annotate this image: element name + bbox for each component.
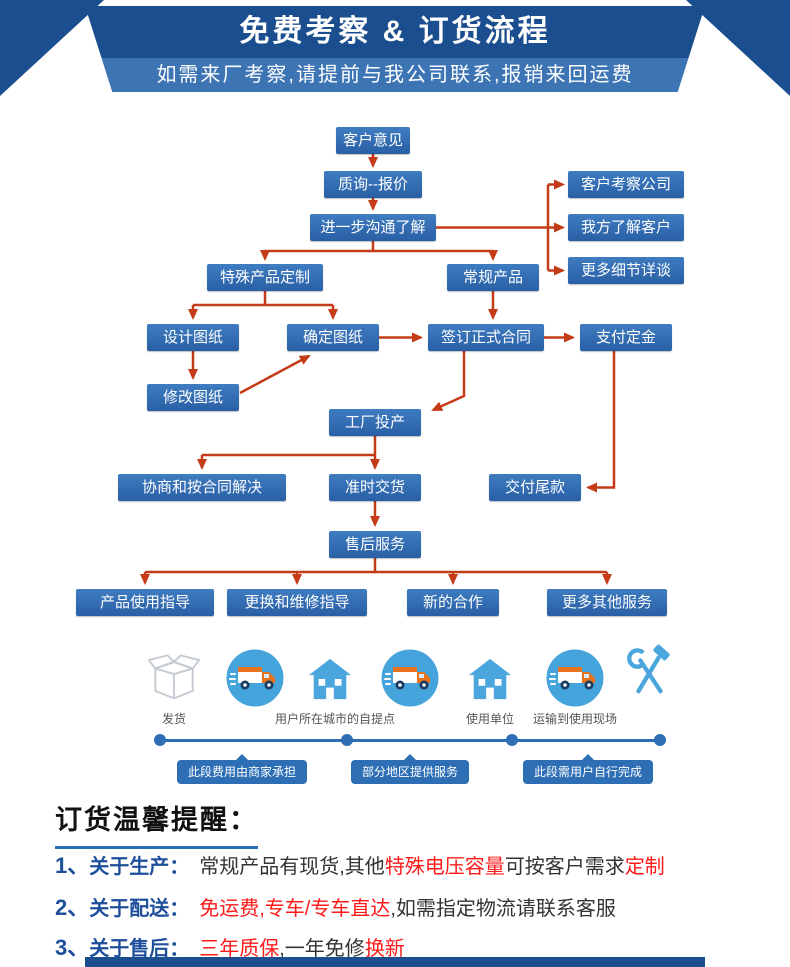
item-topic: 关于配送：: [89, 898, 190, 920]
flow-node-understand-customer: 我方了解客户: [568, 214, 684, 241]
flow-node-confirm-drawing: 确定图纸: [287, 324, 379, 351]
timeline-dot: [654, 734, 666, 746]
item-text: ,如需指定物流请联系客服: [390, 898, 616, 920]
unit-label: 使用单位: [465, 712, 514, 726]
item-highlight: 换新: [364, 938, 405, 960]
transport-label: 运输到使用现场: [533, 712, 618, 726]
reminder-item-delivery: 2、关于配送： 免运费,专车/专车直达,如需指定物流请联系客服: [55, 890, 616, 922]
item-text: ,一年免修: [279, 938, 365, 960]
service-tools-icon: [627, 644, 670, 694]
carton-box-icon: [147, 654, 201, 700]
flow-node-customer-feedback: 客户意见: [336, 127, 410, 154]
header-banner: 免费考察 & 订货流程 如需来厂考察,请提前与我公司联系,报销来回运费: [85, 6, 705, 92]
flow-node-aftersales-service: 售后服务: [329, 531, 421, 558]
flow-node-further-communication: 进一步沟通了解: [310, 214, 436, 241]
bottom-ribbon: [85, 957, 705, 967]
delivery-truck-icon: [381, 649, 439, 707]
item-highlight: 三年质保: [199, 938, 280, 960]
item-topic: 关于生产：: [89, 856, 190, 878]
flow-node-modify-drawing: 修改图纸: [147, 384, 239, 411]
flow-node-pay-balance: 交付尾款: [489, 474, 581, 501]
flow-node-factory-production: 工厂投产: [329, 409, 421, 436]
pickup-label: 用户所在城市的自提点: [274, 712, 395, 726]
flow-node-design-drawing: 设计图纸: [147, 324, 239, 351]
item-text: 常规产品有现货,其他: [199, 856, 385, 878]
item-text: 可按客户需求: [504, 856, 625, 878]
ribbon-left-tail: [0, 0, 104, 96]
flow-node-inquiry-quote: 质询--报价: [324, 171, 422, 198]
flow-node-new-cooperation: 新的合作: [407, 589, 499, 616]
flow-node-repair-guide: 更换和维修指导: [227, 589, 367, 616]
timeline-dot: [341, 734, 353, 746]
delivery-truck-icon: [226, 649, 284, 707]
timeline-dot: [154, 734, 166, 746]
flow-node-more-details: 更多细节详谈: [568, 257, 684, 284]
item-highlight: 特殊电压容量: [384, 856, 505, 878]
flow-node-customer-visit: 客户考察公司: [568, 171, 684, 198]
item-highlight: 免运费,专车/专车直达: [199, 898, 391, 920]
timeline-segment-user: 此段需用户自行完成: [523, 754, 653, 784]
item-number: 2、: [55, 895, 90, 920]
item-highlight: 定制: [624, 856, 665, 878]
banner-subtitle: 如需来厂考察,请提前与我公司联系,报销来回运费: [85, 58, 705, 92]
unit-house-icon: [468, 658, 512, 700]
flow-node-sign-contract: 签订正式合同: [428, 324, 544, 351]
ribbon-right-tail: [686, 0, 790, 96]
reminder-heading: 订货温馨提醒：: [55, 798, 258, 849]
delivery-truck-icon: [546, 649, 604, 707]
reminder-item-aftersales: 3、关于售后： 三年质保,一年免修换新: [55, 930, 405, 962]
pickup-house-icon: [308, 658, 352, 700]
item-topic: 关于售后：: [89, 938, 190, 960]
timeline-segment-merchant: 此段费用由商家承担: [177, 754, 307, 784]
flow-node-regular-product: 常规产品: [447, 264, 539, 291]
banner-title: 免费考察 & 订货流程: [85, 6, 705, 58]
flow-node-usage-guide: 产品使用指导: [76, 589, 214, 616]
item-number: 3、: [55, 935, 90, 960]
flow-node-pay-deposit: 支付定金: [580, 324, 672, 351]
timeline-dot: [506, 734, 518, 746]
item-number: 1、: [55, 853, 90, 878]
ship-label: 发货: [161, 712, 186, 726]
flow-node-custom-product: 特殊产品定制: [207, 264, 323, 291]
flow-node-negotiate-resolve: 协商和按合同解决: [118, 474, 286, 501]
timeline-line: [160, 739, 660, 742]
timeline-segment-partial: 部分地区提供服务: [351, 754, 469, 784]
reminder-item-production: 1、关于生产： 常规产品有现货,其他特殊电压容量可按客户需求定制: [55, 848, 665, 880]
flow-node-more-services: 更多其他服务: [547, 589, 667, 616]
flow-node-ontime-delivery: 准时交货: [329, 474, 421, 501]
